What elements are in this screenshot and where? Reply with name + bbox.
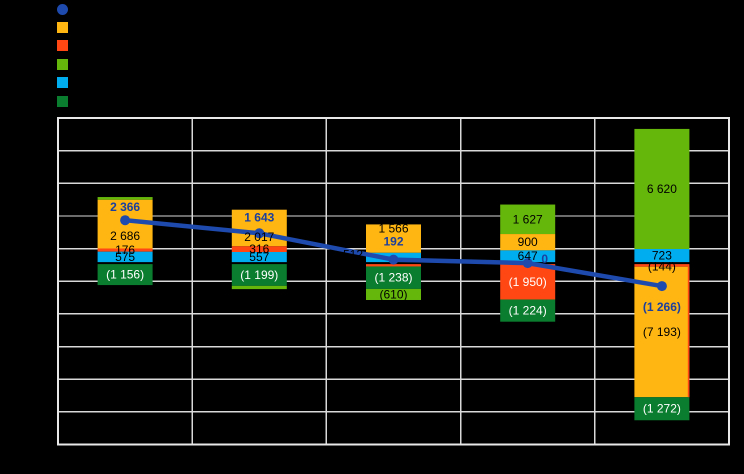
light-green-series-swatch-icon bbox=[57, 58, 68, 70]
bar-segment-dark_green bbox=[231, 264, 287, 286]
bar-segment-gold bbox=[231, 209, 287, 247]
value-label: (1 156) bbox=[106, 268, 144, 282]
value-label: (1 266) bbox=[643, 300, 681, 314]
bar-segment-light_green bbox=[231, 285, 287, 290]
legend-item-orange-red-series bbox=[57, 40, 74, 52]
value-label: (1 950) bbox=[509, 275, 547, 289]
value-label: 2 686 bbox=[110, 229, 140, 243]
plot-border bbox=[57, 117, 730, 446]
value-label: 1 566 bbox=[378, 222, 408, 236]
bar-segment-orange_red bbox=[97, 248, 153, 252]
line-series-swatch-icon bbox=[57, 3, 68, 15]
bar-segment-cyan bbox=[231, 252, 287, 263]
legend-item-dark-green-series bbox=[57, 95, 74, 107]
value-label: (7 193) bbox=[643, 325, 681, 339]
value-label: 647 bbox=[518, 249, 538, 263]
value-label: 512 bbox=[343, 247, 363, 261]
value-label: (610) bbox=[379, 287, 407, 301]
value-label: 575 bbox=[115, 250, 135, 264]
line-marker bbox=[656, 281, 667, 292]
legend-item-light-green-series bbox=[57, 58, 74, 70]
bar-segment-dark_green bbox=[97, 264, 153, 286]
dark-green-series-swatch-icon bbox=[57, 95, 68, 107]
orange-red-series-swatch-icon bbox=[57, 40, 68, 52]
value-label: 723 bbox=[652, 249, 672, 263]
bar-segment-cyan bbox=[634, 248, 690, 263]
value-label: 2 366 bbox=[110, 200, 140, 214]
legend-item-gold-series bbox=[57, 21, 74, 33]
cyan-series-swatch-icon bbox=[57, 77, 68, 89]
bar-segment-orange_red bbox=[500, 264, 556, 300]
bar-segment-orange_red bbox=[366, 264, 421, 267]
bar-segment-orange_red bbox=[231, 246, 287, 253]
line-marker bbox=[120, 215, 131, 226]
bar-segment-dark_green bbox=[366, 266, 421, 289]
legend-item-cyan-series bbox=[57, 77, 74, 89]
value-label: (144) bbox=[648, 259, 676, 273]
value-label: 557 bbox=[249, 250, 269, 264]
bar-segment-dark_green bbox=[500, 299, 556, 322]
value-label: (1 199) bbox=[240, 268, 278, 282]
value-label: (1 238) bbox=[374, 271, 412, 285]
gold-series-swatch-icon bbox=[57, 21, 68, 33]
bar-segment-cyan bbox=[97, 251, 153, 263]
bar-segment-light_green bbox=[366, 288, 421, 300]
bar-segment-orange_red bbox=[634, 264, 690, 267]
value-label: 192 bbox=[383, 235, 403, 249]
value-label: (1 224) bbox=[509, 304, 547, 318]
line-marker bbox=[522, 258, 533, 269]
bar-segment-light_green bbox=[500, 204, 556, 235]
value-label: 2 017 bbox=[244, 230, 274, 244]
bar-segment-light_green bbox=[97, 197, 153, 200]
legend-item-line-series bbox=[57, 3, 74, 15]
line-marker bbox=[254, 228, 265, 239]
value-label: 6 620 bbox=[647, 182, 677, 196]
value-label: 316 bbox=[249, 242, 269, 256]
value-label: 1 627 bbox=[513, 212, 543, 226]
bar-segment-cyan bbox=[500, 250, 556, 263]
bar-segment-light_green bbox=[634, 128, 690, 249]
line-marker bbox=[388, 254, 399, 265]
value-label: 176 bbox=[115, 243, 135, 257]
bar-segment-gold bbox=[366, 224, 421, 253]
value-label: 1 643 bbox=[244, 210, 274, 224]
bar-segment-dark_green bbox=[634, 397, 690, 421]
value-label: (1 272) bbox=[643, 402, 681, 416]
value-label: 900 bbox=[518, 235, 538, 249]
value-label: 0 bbox=[541, 252, 548, 266]
bar-segment-gold bbox=[500, 234, 556, 251]
